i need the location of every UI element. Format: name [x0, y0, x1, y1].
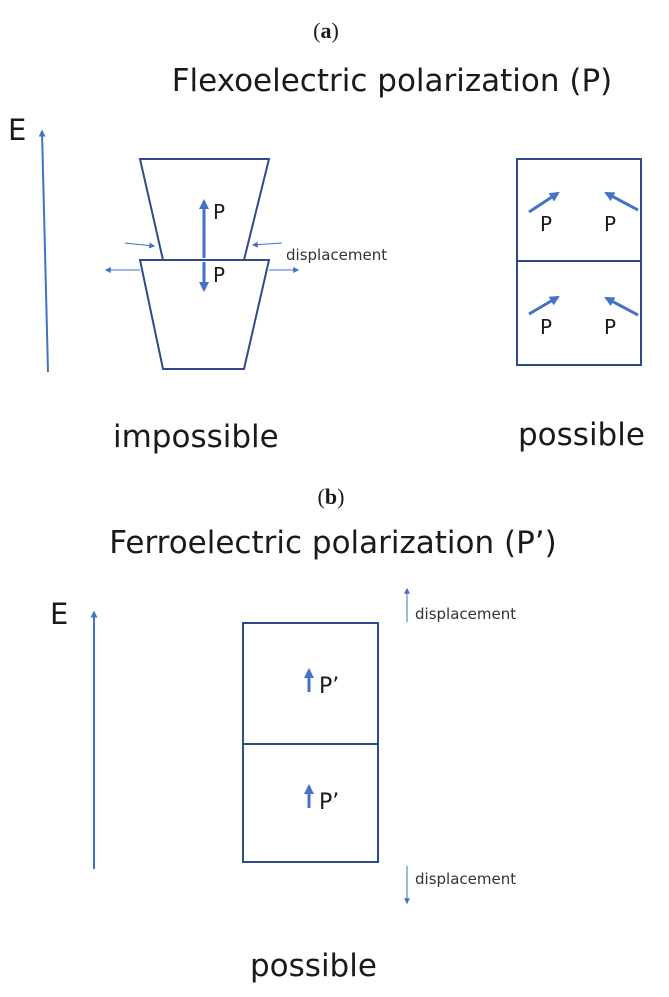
field-arrow-a	[38, 129, 49, 373]
panel-a-title: Flexoelectric polarization (P)	[172, 63, 613, 99]
panel-b-label: (b)	[318, 484, 345, 509]
polarization-arrow-tr	[604, 191, 639, 212]
left-bottom-polarization-label: P	[213, 263, 225, 287]
right-caption: possible	[518, 417, 645, 453]
displacement-label-bottom: displacement	[415, 870, 516, 888]
right-polarization-label-bl: P	[540, 315, 552, 339]
right-polarization-label-tl: P	[540, 212, 552, 236]
polarization-arrow-tl	[528, 191, 560, 214]
left-top-polarization-label: P	[213, 200, 225, 224]
displacement-label-top: displacement	[415, 605, 516, 623]
right-polarization-label-tr: P	[604, 212, 616, 236]
trapezoid-bottom	[138, 259, 271, 370]
panel-b-title: Ferroelectric polarization (P’)	[109, 525, 557, 561]
displacement-arrow-left-in	[124, 242, 156, 249]
polarization-arrow-bl	[528, 295, 560, 316]
field-label-a: E	[8, 113, 26, 147]
polarization-arrow-br	[604, 296, 639, 317]
panel-b-caption: possible	[250, 948, 377, 984]
displacement-arrow-right-in	[251, 241, 283, 248]
right-polarization-label-br: P	[604, 315, 616, 339]
panel-a: (a) Flexoelectric polarization (P) E P P…	[8, 18, 645, 455]
square-bottom	[516, 260, 642, 366]
left-caption: impossible	[113, 419, 279, 455]
block-bottom	[242, 743, 379, 863]
displacement-label-a: displacement	[286, 246, 387, 264]
top-polarization-label: P’	[319, 674, 339, 699]
field-label-b: E	[50, 597, 68, 631]
bottom-polarization-label: P’	[319, 790, 339, 815]
panel-a-label: (a)	[313, 18, 339, 43]
panel-b: (b) Ferroelectric polarization (P’) E P’…	[50, 484, 557, 984]
square-top	[516, 158, 642, 262]
